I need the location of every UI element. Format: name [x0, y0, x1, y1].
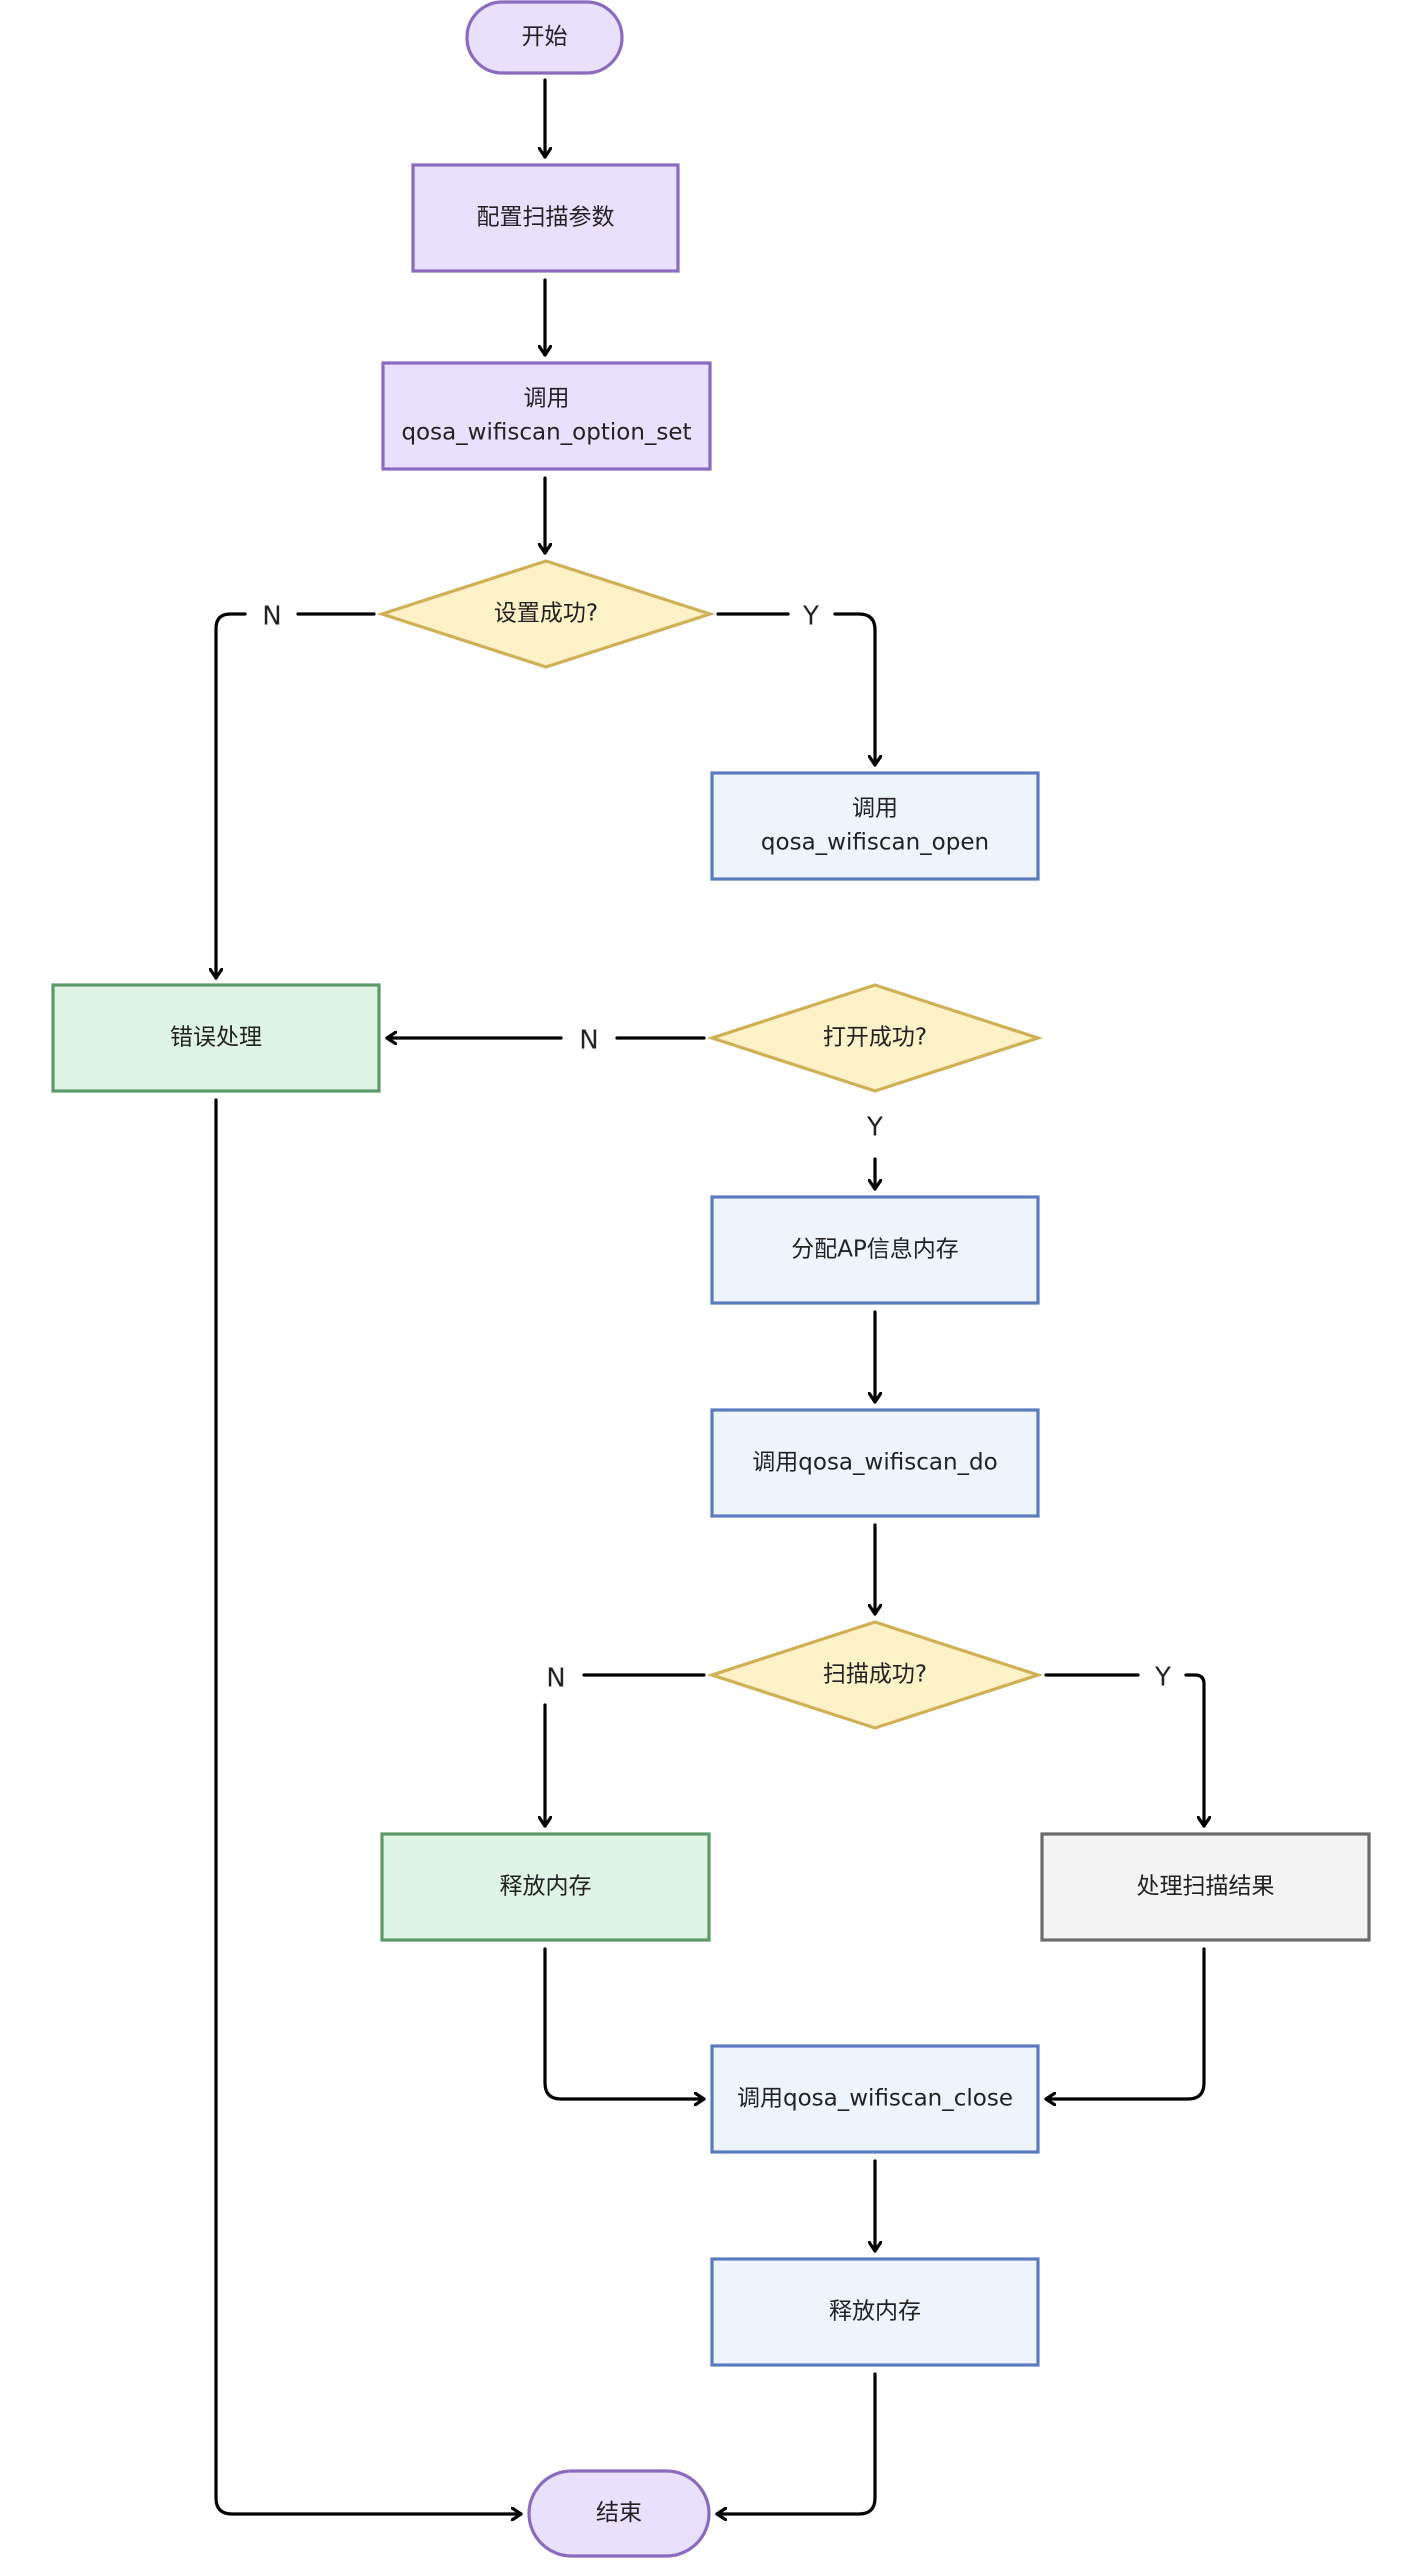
node-start: 开始 [465, 0, 624, 75]
node-call-close: 调用qosa_wifiscan_close [710, 2044, 1040, 2154]
node-label-call-open-line-2: qosa_wifiscan_open [761, 830, 989, 856]
node-process-results: 处理扫描结果 [1040, 1832, 1371, 1942]
edge-error-end [214, 1098, 523, 2514]
node-config-params: 配置扫描参数 [411, 163, 680, 273]
node-shape-set-success [376, 559, 716, 669]
node-label-end: 结束 [596, 2500, 642, 2526]
node-shape-call-option-set [381, 361, 712, 471]
edge-set-no-down [216, 612, 247, 980]
edge-label-scan-yes: Y [1154, 1663, 1171, 1693]
node-label-set-success: 设置成功? [494, 601, 598, 627]
node-label-open-success: 打开成功? [823, 1025, 927, 1051]
node-call-open: 调用 qosa_wifiscan_open [710, 771, 1040, 881]
node-label-call-close: 调用qosa_wifiscan_close [737, 2086, 1013, 2112]
edge-process-close [1044, 1947, 1206, 2099]
node-label-call-option-set-line-2: qosa_wifiscan_option_set [401, 420, 691, 446]
node-shape-scan-success [706, 1620, 1044, 1730]
node-scan-success: 扫描成功? [706, 1620, 1044, 1730]
node-shape-open-success [706, 983, 1044, 1093]
edge-label-set-no: N [262, 602, 281, 632]
node-shape-call-open [710, 771, 1040, 881]
node-shape-release-memory-2 [710, 2257, 1040, 2367]
node-shape-start [465, 0, 624, 75]
node-open-success: 打开成功? [706, 983, 1044, 1093]
node-release-memory-2: 释放内存 [710, 2257, 1040, 2367]
node-label-config-params: 配置扫描参数 [477, 205, 615, 231]
node-shape-release-memory-1 [380, 1832, 711, 1942]
edge-label-open-no: N [579, 1026, 598, 1056]
edges-layer [214, 78, 1206, 2514]
node-label-call-option-set-line-1: 调用 [524, 386, 570, 412]
node-label-release-memory-2: 释放内存 [829, 2299, 921, 2325]
node-label-call-do: 调用qosa_wifiscan_do [752, 1450, 997, 1476]
node-shape-config-params [411, 163, 680, 273]
node-end: 结束 [527, 2469, 711, 2558]
node-shape-call-close [710, 2044, 1040, 2154]
node-alloc-memory: 分配AP信息内存 [710, 1195, 1040, 1305]
edge-labels-layer: N Y N Y N Y [262, 602, 1171, 1694]
edge-scan-yes-down [1184, 1673, 1204, 1828]
node-shape-alloc-memory [710, 1195, 1040, 1305]
node-shape-process-results [1040, 1832, 1371, 1942]
nodes-layer: 开始配置扫描参数调用qosa_wifiscan_option_set设置成功?调… [51, 0, 1371, 2558]
node-label-alloc-memory: 分配AP信息内存 [791, 1237, 959, 1263]
node-label-call-open-line-1: 调用 [852, 796, 898, 822]
edge-release2-end [715, 2372, 877, 2514]
node-set-success: 设置成功? [376, 559, 716, 669]
node-call-do: 调用qosa_wifiscan_do [710, 1408, 1040, 1518]
node-shape-end [527, 2469, 711, 2558]
edge-label-scan-no: N [546, 1664, 565, 1694]
edge-set-yes-down [833, 612, 875, 767]
node-release-memory-1: 释放内存 [380, 1832, 711, 1942]
node-error-handling: 错误处理 [51, 983, 381, 1093]
edge-release1-close [543, 1947, 706, 2099]
node-label-scan-success: 扫描成功? [823, 1662, 927, 1688]
node-shape-call-do [710, 1408, 1040, 1518]
node-label-release-memory-1: 释放内存 [500, 1874, 592, 1900]
edge-label-set-yes: Y [802, 602, 819, 632]
edge-label-open-yes: Y [866, 1113, 883, 1143]
node-label-start: 开始 [522, 24, 568, 50]
node-shape-error-handling [51, 983, 381, 1093]
node-label-process-results: 处理扫描结果 [1137, 1874, 1275, 1900]
node-call-option-set: 调用 qosa_wifiscan_option_set [381, 361, 712, 471]
node-label-error-handling: 错误处理 [170, 1025, 262, 1051]
